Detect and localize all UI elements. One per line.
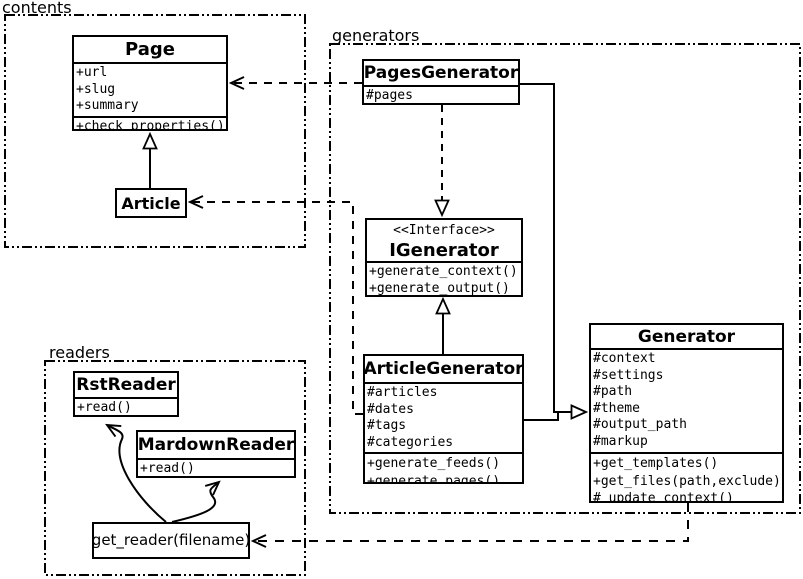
dependency-generator-to-getreader <box>250 503 689 548</box>
inheritance-pagesgenerator-to-generator <box>520 83 586 412</box>
class-rstreader: RstReader +read() <box>73 371 179 417</box>
attribute: #pages <box>366 88 413 103</box>
attribute: #context <box>593 351 656 366</box>
attribute: #path <box>593 384 633 400</box>
class-generator-attributes: #context #settings #path #theme #output_… <box>591 348 782 452</box>
method: +generate_pages() <box>367 473 501 483</box>
method: #_update_context() <box>593 491 734 501</box>
arrow-getreader-to-rstreader <box>105 423 167 523</box>
inheritance-articlegenerator-to-generator <box>524 412 559 421</box>
package-label-generators: generators <box>332 26 420 45</box>
attribute: #theme <box>593 400 640 416</box>
package-frame-readers <box>44 360 306 576</box>
class-igenerator-title: IGenerator <box>389 239 499 261</box>
attribute: #markup <box>593 433 648 449</box>
attribute: +slug <box>76 81 116 97</box>
attribute: #tags <box>367 418 407 434</box>
class-page-attributes: +url +slug +summary <box>74 62 226 116</box>
class-page-title: Page <box>125 39 175 60</box>
method: +get_files(path,exclude) <box>593 473 781 489</box>
class-pagesgenerator-title: PagesGenerator <box>363 63 519 83</box>
class-articlegenerator: ArticleGenerator #articles #dates #tags … <box>363 354 524 484</box>
method: +read() <box>77 400 132 415</box>
class-article-title: Article <box>121 193 181 213</box>
class-generator-title: Generator <box>637 326 736 347</box>
method: +get_templates() <box>593 456 719 471</box>
class-igenerator-stereotype: <<Interface>> <box>393 223 495 238</box>
method: +generate_feeds() <box>367 456 501 471</box>
class-pagesgenerator-attributes: #pages <box>364 85 518 103</box>
package-frame-contents <box>4 14 306 248</box>
attribute: #dates <box>367 401 414 417</box>
dependency-articlegenerator-to-article <box>187 195 363 415</box>
attribute: #output_path <box>593 417 687 433</box>
package-label-readers: readers <box>49 343 110 362</box>
class-page-methods: +check_properties() <box>74 116 226 129</box>
function-get-reader: get_reader(filename) <box>92 522 250 559</box>
package-label-contents: contents <box>2 0 72 17</box>
class-mardownreader-title: MardownReader <box>137 435 295 455</box>
method: +generate_output() <box>369 280 510 295</box>
attribute: +url <box>76 65 108 80</box>
attribute: +summary <box>76 98 139 114</box>
class-mardownreader-methods: +read() <box>138 458 294 476</box>
class-article: Article <box>115 188 187 218</box>
class-rstreader-title: RstReader <box>76 375 176 395</box>
attribute: #articles <box>367 385 438 400</box>
attribute: #categories <box>367 434 454 450</box>
method: +generate_context() <box>369 264 518 279</box>
class-igenerator-methods: +generate_context() +generate_output() <box>367 261 521 295</box>
arrow-getreader-to-mardownreader <box>171 480 221 523</box>
class-generator-methods: +get_templates() +get_files(path,exclude… <box>591 452 782 501</box>
class-mardownreader: MardownReader +read() <box>136 430 296 478</box>
class-pagesgenerator: PagesGenerator #pages <box>362 59 520 105</box>
class-rstreader-methods: +read() <box>75 397 177 415</box>
class-articlegenerator-methods: +generate_feeds() +generate_pages() <box>365 452 522 482</box>
class-page: Page +url +slug +summary +check_properti… <box>72 35 228 131</box>
class-igenerator: <<Interface>> IGenerator +generate_conte… <box>365 218 523 297</box>
attribute: #settings <box>593 367 664 383</box>
package-frame-generators <box>329 43 801 514</box>
method: +read() <box>140 461 195 476</box>
class-articlegenerator-title: ArticleGenerator <box>363 359 524 379</box>
class-generator: Generator #context #settings #path #them… <box>589 323 784 503</box>
class-articlegenerator-attributes: #articles #dates #tags #categories <box>365 382 522 452</box>
method: +check_properties() <box>76 119 225 129</box>
